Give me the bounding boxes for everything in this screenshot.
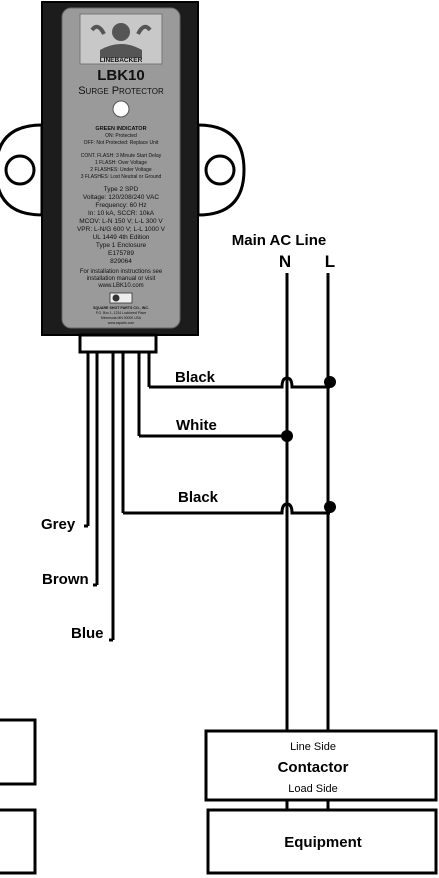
logo-text: LINEBACKER — [100, 57, 143, 64]
spec-line: www.LBK10.com — [97, 283, 143, 289]
footer-line: P.O. Box 1, 1234 Lockheed Place — [96, 311, 147, 315]
flash-line: CONT. FLASH: 3 Minute Start Delay — [81, 153, 162, 159]
spec-line: Type 2 SPD — [104, 186, 139, 193]
partial-box-top — [0, 718, 37, 786]
spec-line: For installation instructions see — [80, 269, 163, 275]
neutral-label: N — [279, 252, 291, 271]
green-indicator-light — [112, 100, 130, 118]
device-product-name: Surge Protector — [78, 85, 164, 97]
spec-line: E175789 — [108, 250, 134, 257]
black-wire-bottom-label: Black — [178, 489, 219, 506]
mounting-ear-right — [196, 123, 246, 217]
spec-line: 829064 — [110, 258, 132, 265]
blue-wire-label: Blue — [71, 625, 104, 642]
flash-line: 1 FLASH: Over Voltage — [95, 160, 147, 166]
brown-wire-label: Brown — [42, 571, 89, 588]
junction-dot-l-top — [324, 376, 336, 388]
spec-line: MCOV: L-N 150 V; L-L 300 V — [79, 218, 163, 225]
contactor-box — [204, 729, 438, 802]
junction-dot-n — [281, 430, 293, 442]
indicator-off: OFF: Not Protected: Replace Unit — [84, 140, 159, 146]
grey-wire-label: Grey — [41, 516, 76, 533]
spec-line: Type 1 Enclosure — [96, 242, 147, 249]
footer-line: Minnesota MN 00000 USA — [101, 316, 142, 320]
device-model: LBK10 — [97, 67, 145, 84]
indicator-on: ON: Protected — [105, 133, 137, 139]
equipment-box — [206, 808, 438, 875]
black-wire-bottom — [123, 502, 330, 515]
flash-line: 2 FLASHES: Under Voltage — [90, 167, 152, 173]
linebacker-logo: LINEBACKER — [79, 13, 163, 65]
mounting-ear-left — [0, 123, 44, 217]
contactor-label: Contactor — [278, 759, 349, 776]
indicator-title: GREEN INDICATOR — [95, 126, 146, 132]
flash-codes: CONT. FLASH: 3 Minute Start Delay 1 FLAS… — [81, 153, 162, 180]
spec-line: Frequency: 60 Hz — [95, 202, 146, 209]
spec-line: installation manual or visit — [87, 276, 156, 282]
wire-connector — [78, 333, 158, 354]
manufacturer-info: SQUARE SHOT PARTS CO., INC. P.O. Box 1, … — [93, 306, 149, 325]
equipment-label: Equipment — [284, 834, 362, 851]
contactor-line-side: Line Side — [290, 741, 336, 753]
spec-line: In: 10 kA, SCCR: 10kA — [88, 210, 155, 217]
device-leads — [84, 352, 151, 642]
white-wire-label: White — [176, 417, 217, 434]
footer-line: www.ssparts.com — [108, 321, 135, 325]
footer-line: SQUARE SHOT PARTS CO., INC. — [93, 306, 149, 310]
black-wire-top — [149, 376, 330, 389]
contactor-load-side: Load Side — [288, 783, 338, 795]
spec-list: Type 2 SPD Voltage: 120/208/240 VAC Freq… — [77, 186, 166, 289]
junction-dot-l-bottom — [324, 501, 336, 513]
spec-line: VPR: L-N/G 600 V; L-L 1000 V — [77, 226, 166, 233]
main-ac-line-label: Main AC Line — [232, 232, 326, 249]
certification-mark — [109, 292, 133, 304]
partial-box-bottom — [0, 808, 37, 875]
black-wire-top-label: Black — [175, 369, 216, 386]
device-label-plate — [61, 7, 181, 329]
line-label: L — [325, 252, 335, 271]
spec-line: UL 1449 4th Edition — [93, 234, 150, 241]
spec-line: Voltage: 120/208/240 VAC — [83, 194, 159, 201]
flash-line: 3 FLASHES: Lost Neutral or Ground — [81, 174, 162, 180]
